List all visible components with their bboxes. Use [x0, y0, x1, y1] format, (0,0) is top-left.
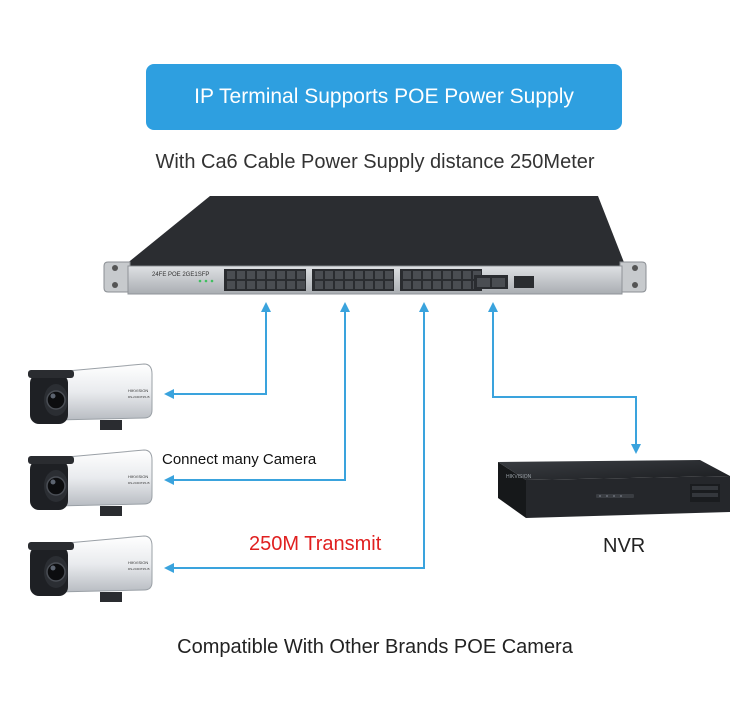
- cable-distance-subtitle: With Ca6 Cable Power Supply distance 250…: [155, 151, 595, 173]
- arrow-left-icon: [164, 475, 174, 485]
- transmit-distance-label: 250M Transmit: [249, 533, 382, 555]
- arrow-left-icon: [164, 389, 174, 399]
- ip-camera-icon: HIKVISION DS-2CD3T25-I5: [27, 363, 153, 431]
- arrow-up-icon: [419, 302, 429, 312]
- switch-model-label: 24FE POE 2GE1SFP: [152, 272, 209, 278]
- arrow-up-icon: [340, 302, 350, 312]
- arrow-up-icon: [488, 302, 498, 312]
- camera-1-connector-line: [172, 310, 267, 395]
- camera-brand-label: HIKVISION: [128, 474, 148, 479]
- compatibility-footer: Compatible With Other Brands POE Camera: [177, 636, 573, 658]
- poe-switch-icon: 24FE POE 2GE1SFP: [103, 196, 647, 295]
- camera-brand-label: HIKVISION: [128, 388, 148, 393]
- ip-camera-icon: HIKVISION DS-2CD3T25-I5: [27, 449, 153, 517]
- camera-model-label: DS-2CD3T25-I5: [128, 481, 150, 485]
- title-banner: IP Terminal Supports POE Power Supply: [146, 64, 622, 130]
- nvr-brand-label: HIKVISION: [506, 474, 532, 480]
- camera-brand-label: HIKVISION: [128, 560, 148, 565]
- banner-title: IP Terminal Supports POE Power Supply: [194, 85, 574, 108]
- camera-model-label: DS-2CD3T25-I5: [128, 395, 150, 399]
- camera-3-connector-line: [172, 310, 425, 569]
- camera-2-connector-line: [172, 310, 346, 481]
- nvr-label: NVR: [603, 535, 646, 557]
- arrow-left-icon: [164, 563, 174, 573]
- connect-cameras-label: Connect many Camera: [162, 451, 317, 468]
- arrow-up-icon: [261, 302, 271, 312]
- arrow-down-icon: [631, 444, 641, 454]
- ip-camera-icon: HIKVISION DS-2CD3T25-I5: [27, 535, 153, 603]
- nvr-connector-line: [492, 310, 637, 446]
- nvr-icon: HIKVISION: [498, 460, 730, 518]
- camera-model-label: DS-2CD3T25-I5: [128, 567, 150, 571]
